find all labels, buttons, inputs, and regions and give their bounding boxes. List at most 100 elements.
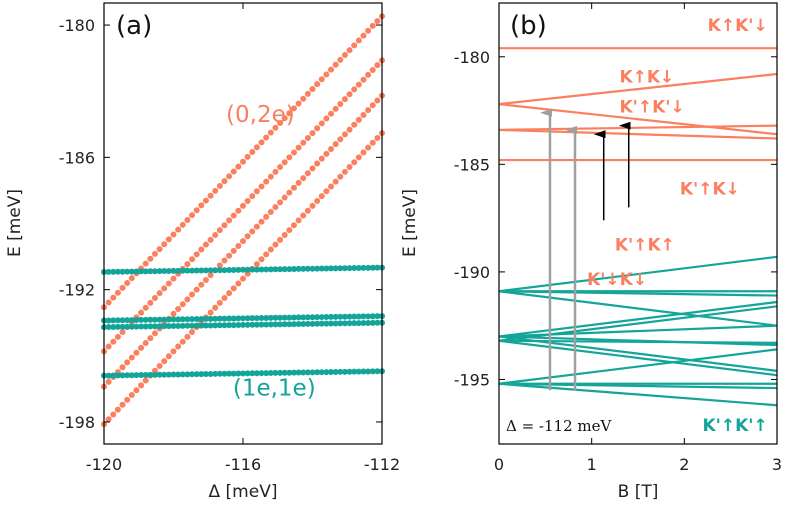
data-point [226, 290, 233, 297]
data-point [240, 321, 246, 328]
data-point [147, 335, 154, 342]
data-point [258, 183, 265, 190]
data-point [332, 105, 339, 112]
data-point [161, 241, 168, 248]
data-point [105, 372, 112, 379]
data-point [212, 370, 219, 377]
data-point [189, 328, 196, 335]
x-tick-label: -120 [86, 455, 122, 474]
data-point [253, 321, 260, 328]
data-point [119, 328, 126, 335]
state-label: K'↓K↓ [587, 270, 647, 290]
data-point [240, 370, 246, 377]
data-point [309, 165, 316, 172]
data-point [263, 178, 270, 185]
data-point [175, 343, 182, 350]
data-point [216, 299, 223, 306]
data-point [119, 364, 126, 371]
y-tick-label: -195 [454, 370, 490, 389]
data-point [332, 265, 339, 272]
data-point [170, 371, 177, 378]
data-point [374, 264, 381, 271]
data-point [369, 313, 376, 320]
data-point [258, 139, 265, 146]
data-point [114, 372, 121, 379]
panel-b-state-labels: K↑K'↓K↑K↓K'↑K'↓K'↑K↓K'↑K↑K'↓K↓K'↑K'↑ [587, 16, 768, 436]
data-point [151, 268, 158, 275]
data-point [351, 320, 358, 327]
data-point [258, 218, 265, 225]
series-2 [101, 92, 385, 390]
data-point [105, 324, 112, 331]
series-7 [101, 368, 385, 379]
data-point [337, 368, 344, 375]
data-point [193, 316, 200, 323]
x-tick-label: -116 [225, 455, 261, 474]
data-point [318, 193, 325, 200]
data-point [119, 268, 126, 275]
data-point [355, 37, 362, 44]
data-point [235, 280, 242, 287]
series-line-16 [498, 339, 778, 377]
data-point [175, 316, 182, 323]
data-point [226, 370, 233, 377]
data-point [147, 371, 154, 378]
data-point [286, 227, 293, 234]
data-point [258, 370, 265, 377]
data-point [267, 369, 274, 376]
data-point [142, 340, 149, 347]
data-point [189, 322, 196, 329]
data-point [184, 216, 191, 223]
panel-a-label: (a) [116, 11, 152, 41]
data-point [267, 173, 274, 180]
data-point [355, 264, 362, 271]
data-point [258, 315, 265, 322]
data-point [244, 266, 251, 273]
data-point [351, 86, 358, 93]
y-tick-label: -180 [454, 48, 490, 67]
data-point [170, 348, 177, 355]
data-point [216, 183, 223, 190]
data-point [151, 323, 158, 330]
data-point [128, 323, 135, 330]
data-point [290, 314, 297, 321]
data-point [295, 314, 302, 321]
data-point [295, 217, 302, 224]
data-point [323, 265, 330, 272]
data-point [360, 76, 367, 83]
data-point [286, 266, 293, 273]
data-point [351, 159, 358, 166]
data-point [216, 322, 223, 329]
data-point [189, 212, 196, 219]
data-point [263, 321, 270, 328]
data-point [337, 313, 344, 320]
state-label: K'↑K↓ [680, 179, 740, 199]
data-point [124, 268, 131, 275]
state-label: K'↑K'↑ [702, 416, 767, 436]
data-point [193, 322, 200, 329]
data-point [184, 261, 191, 268]
data-point [295, 179, 302, 186]
data-point [193, 286, 200, 293]
x-tick-label: 2 [679, 455, 689, 474]
data-point [151, 295, 158, 302]
data-point [263, 134, 270, 141]
data-point [258, 266, 265, 273]
data-point [365, 368, 372, 375]
data-point [119, 372, 126, 379]
data-point [170, 275, 177, 282]
x-tick-label: 1 [587, 455, 597, 474]
data-point [272, 241, 279, 248]
data-point [207, 309, 214, 316]
data-point [105, 268, 112, 275]
state-label: K'↑K↑ [615, 235, 675, 255]
data-point [304, 170, 311, 177]
y-tick-label: -180 [59, 16, 95, 35]
data-point [244, 370, 251, 377]
data-point [216, 267, 223, 274]
series-line-15 [498, 339, 778, 344]
data-point [189, 291, 196, 298]
data-point [286, 321, 293, 328]
data-point [230, 285, 237, 292]
data-point [337, 320, 344, 327]
